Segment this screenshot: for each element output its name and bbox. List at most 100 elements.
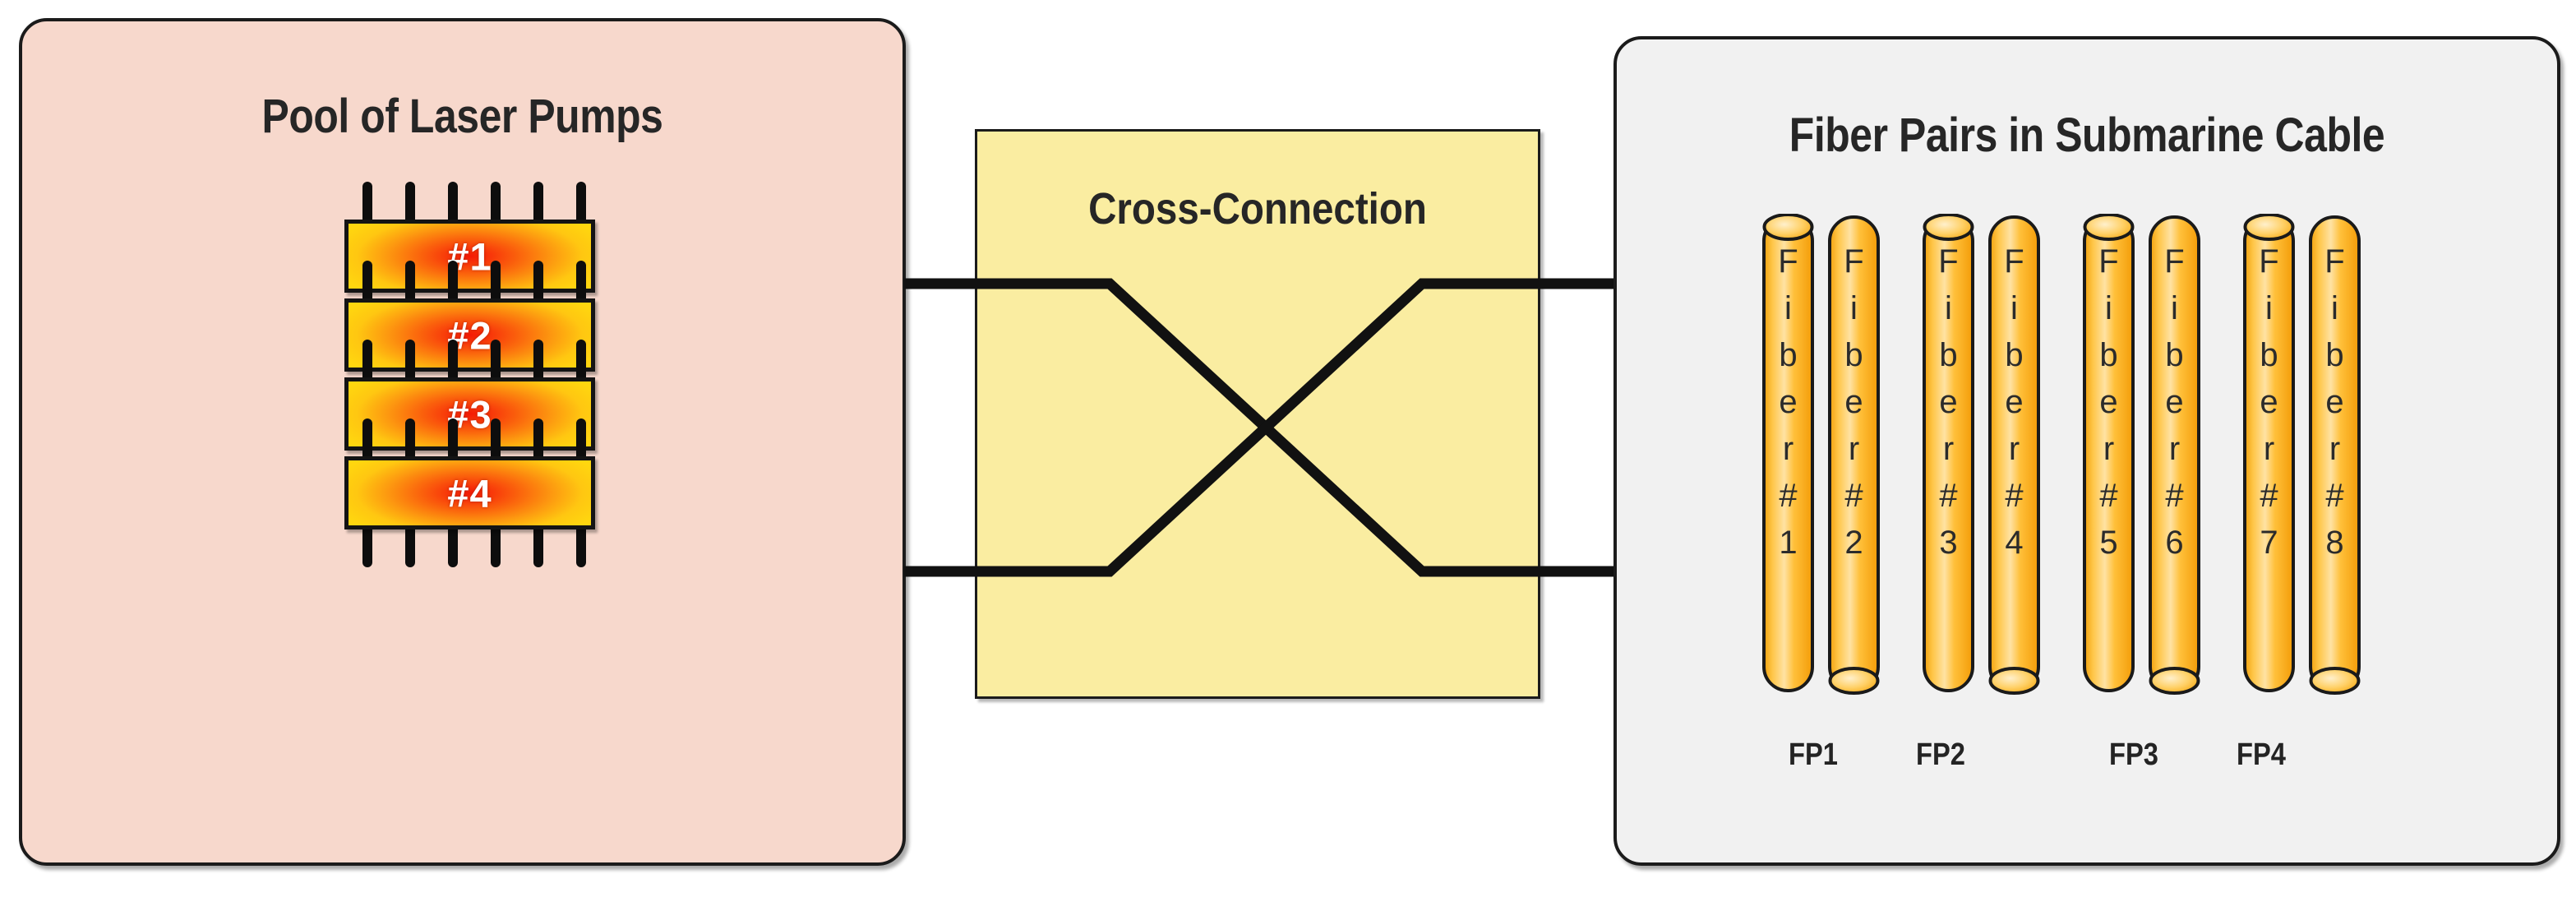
fiber-label-char: i: [1850, 290, 1858, 326]
pump-pin-top: [362, 261, 372, 306]
fiber-label-char: r: [2263, 431, 2275, 467]
fiber-label-char: i: [2331, 290, 2338, 326]
pump-pin-top: [533, 261, 543, 306]
fiber-pair-label-2: FP2: [1916, 737, 1965, 772]
fiber-label-char: e: [1779, 384, 1798, 420]
fiber-cylinder-shape: [1988, 215, 2040, 695]
fiber-label-char: 1: [1779, 525, 1798, 561]
pump-pin-top: [362, 182, 372, 227]
fiber-label-char: e: [1939, 384, 1958, 420]
fiber-label-char: b: [2260, 337, 2278, 373]
pump-pin-top: [533, 340, 543, 385]
fiber-cylinder-shape: [1923, 214, 1974, 692]
pump-pin-top: [405, 340, 415, 385]
fiber-label-char: i: [1784, 290, 1792, 326]
fiber-label-char: #: [1844, 478, 1863, 514]
pump-pin-top: [491, 261, 501, 306]
fiber-label-char: #: [2099, 478, 2118, 514]
laser-pump-body: #1: [344, 220, 595, 293]
fiber-pair-label-1: FP1: [1789, 737, 1838, 772]
fiber-label-char: F: [2164, 243, 2185, 280]
pool-of-laser-pumps-panel: Pool of Laser Pumps #1 #2 #3 #4: [19, 18, 906, 866]
pump-pin-bottom: [362, 522, 372, 567]
laser-pump-label: #1: [447, 234, 492, 278]
laser-pump-1[interactable]: #1: [344, 182, 595, 331]
fiber-label-char: r: [1848, 431, 1860, 467]
fiber-end-cap: [1923, 214, 1974, 241]
laser-pump-pins: [344, 418, 595, 567]
fiber-label-char: r: [2329, 431, 2341, 467]
fiber-cylinder-shape: [1828, 215, 1880, 695]
fiber-label-char: b: [2165, 337, 2184, 373]
laser-pump-2[interactable]: #2: [344, 261, 595, 409]
fiber-label-char: #: [1939, 478, 1958, 514]
pump-pin-top: [533, 182, 543, 227]
laser-pump-body: #4: [344, 456, 595, 529]
fiber-end-cap: [2149, 667, 2200, 695]
fiber-label-char: e: [2325, 384, 2344, 420]
cross-connection-wires: [904, 278, 1627, 577]
pump-pin-top: [576, 418, 586, 464]
fiber-label-char: i: [1945, 290, 1952, 326]
pump-pin-bottom: [576, 522, 586, 567]
pump-pin-top: [533, 418, 543, 464]
cross-connection-title: Cross-Connection: [1088, 184, 1427, 233]
fiber-end-cap: [2309, 667, 2361, 695]
fiber-label-char: e: [2005, 384, 2024, 420]
fiber-label-char: #: [2165, 478, 2184, 514]
laser-pump-3[interactable]: #3: [344, 340, 595, 488]
fiber-label-char: e: [2260, 384, 2278, 420]
fiber-label-char: 8: [2325, 525, 2344, 561]
pump-pin-top: [362, 340, 372, 385]
fiber-cylinder-shape: [1762, 214, 1814, 692]
fiber-label-char: r: [1782, 431, 1794, 467]
pump-pin-top: [448, 261, 458, 306]
pool-of-laser-pumps-title: Pool of Laser Pumps: [261, 90, 663, 143]
laser-pump-label: #3: [447, 392, 492, 436]
fiber-label-char: e: [2165, 384, 2184, 420]
fiber-label-char: r: [1942, 431, 1955, 467]
fiber-label-char: b: [1939, 337, 1958, 373]
fiber-label-char: F: [1844, 243, 1864, 280]
fiber-label-char: #: [2260, 478, 2278, 514]
pump-pin-top: [405, 182, 415, 227]
fiber-label-char: e: [2099, 384, 2118, 420]
fiber-label-char: 4: [2005, 525, 2024, 561]
fiber-end-cap: [2083, 214, 2135, 241]
fiber-label-char: r: [2103, 431, 2115, 467]
fiber-label-char: i: [2171, 290, 2178, 326]
fiber-label-char: 6: [2165, 525, 2184, 561]
pump-pin-top: [491, 418, 501, 464]
laser-pump-4[interactable]: #4: [344, 418, 595, 567]
fiber-label-char: r: [2168, 431, 2181, 467]
pump-pin-top: [491, 340, 501, 385]
fiber-label-char: F: [1938, 243, 1959, 280]
pump-pin-bottom: [448, 522, 458, 567]
fiber-label-char: F: [2004, 243, 2024, 280]
fiber-label-char: 5: [2099, 525, 2118, 561]
fiber-pairs-title: Fiber Pairs in Submarine Cable: [1789, 109, 2385, 162]
fiber-cylinder-shape: [2243, 214, 2295, 692]
fiber-label-char: 3: [1939, 525, 1958, 561]
pump-pin-top: [405, 261, 415, 306]
fiber-label-char: b: [1779, 337, 1798, 373]
laser-pump-label: #2: [447, 313, 492, 357]
fiber-label-char: i: [2265, 290, 2273, 326]
fiber-label-char: 2: [1844, 525, 1863, 561]
fiber-label-char: b: [2099, 337, 2118, 373]
